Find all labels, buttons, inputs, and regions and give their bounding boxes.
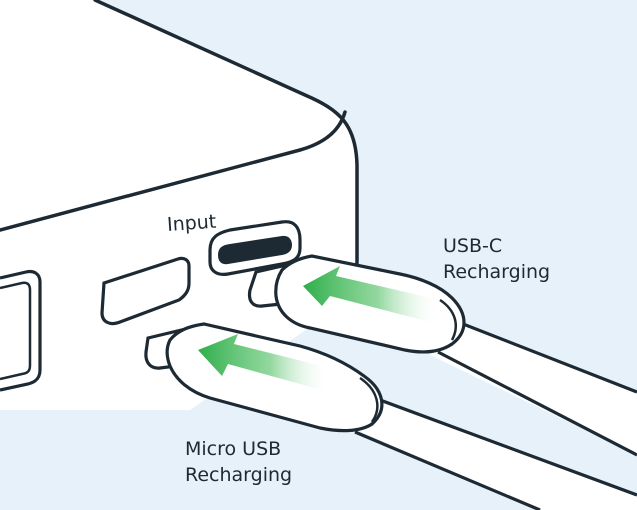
usb-c-charge-arrow	[303, 266, 440, 322]
usb-c-label-line2: Recharging	[443, 261, 551, 283]
micro-usb-charge-arrow	[198, 334, 330, 390]
input-port-label: Input	[166, 209, 217, 238]
input-port-label-text: Input	[166, 210, 217, 237]
side-panel	[0, 269, 42, 392]
micro-usb-recharging-label: Micro USB Recharging	[185, 436, 292, 488]
micro-usb-port	[100, 256, 191, 326]
usb-c-recharging-label: USB-C Recharging	[443, 233, 550, 285]
micro-usb-label-line2: Recharging	[185, 464, 293, 486]
usb-c-label-line1: USB-C	[443, 235, 503, 257]
micro-usb-label-line1: Micro USB	[185, 438, 282, 460]
